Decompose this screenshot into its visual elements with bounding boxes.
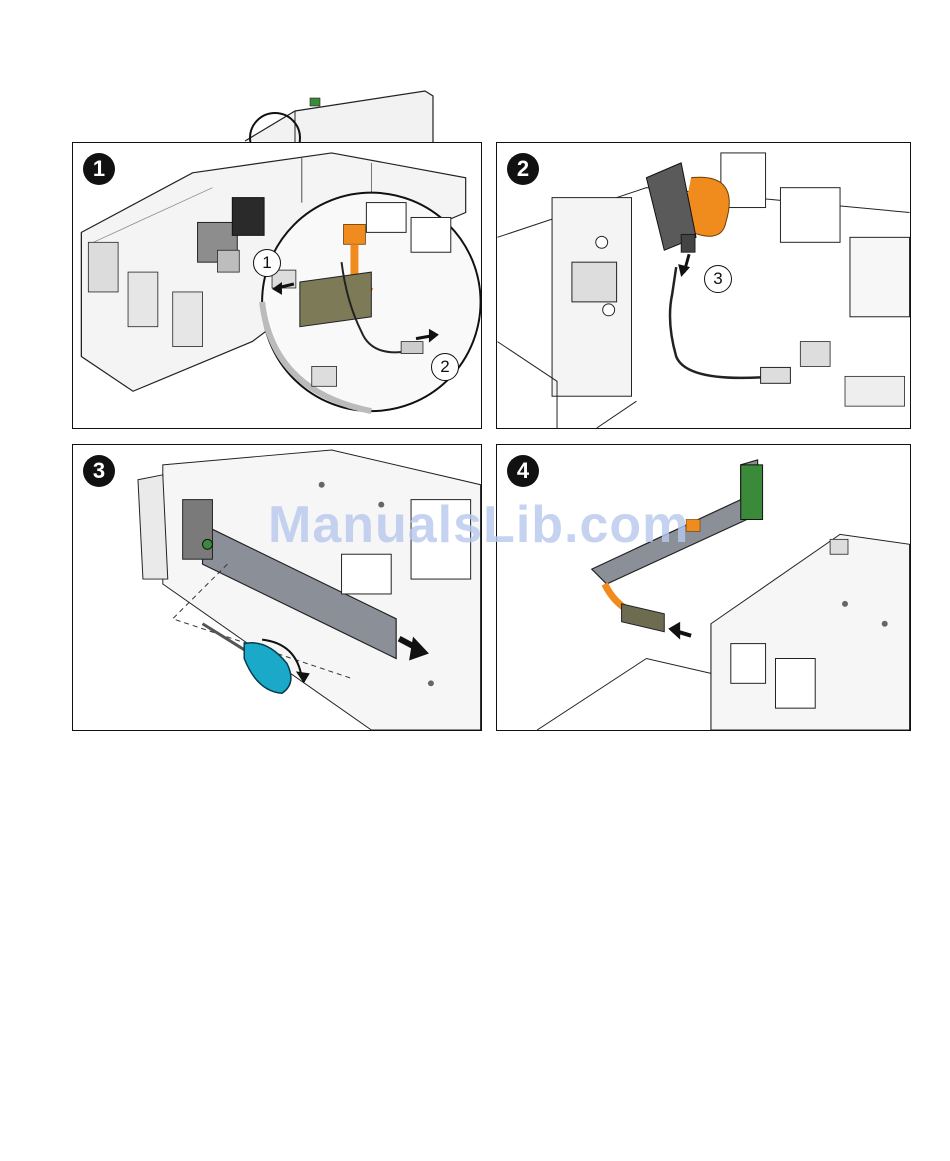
step-number-badge: 3 [83, 455, 115, 487]
step-number-badge: 4 [507, 455, 539, 487]
server-chassis-illustration [73, 143, 481, 428]
step-panel-4: 4 [496, 444, 911, 731]
server-overview-drawing [235, 86, 435, 146]
cable-disconnect-illustration [497, 143, 910, 428]
step-number-badge: 2 [507, 153, 539, 185]
step-panel-2: 2 3 [496, 142, 911, 429]
server-overview-thumbnail [235, 86, 435, 146]
step-panel-3: 3 [72, 444, 482, 731]
callout-3: 3 [704, 265, 732, 293]
callout-1: 1 [253, 249, 281, 277]
light-pipe-assembly-illustration [497, 445, 910, 730]
light-pipe-removal-illustration [73, 445, 481, 730]
watermark: ManualsLib.com [268, 495, 689, 555]
step-panel-1: 1 1 2 [72, 142, 482, 429]
callout-2: 2 [431, 353, 459, 381]
step-number-badge: 1 [83, 153, 115, 185]
